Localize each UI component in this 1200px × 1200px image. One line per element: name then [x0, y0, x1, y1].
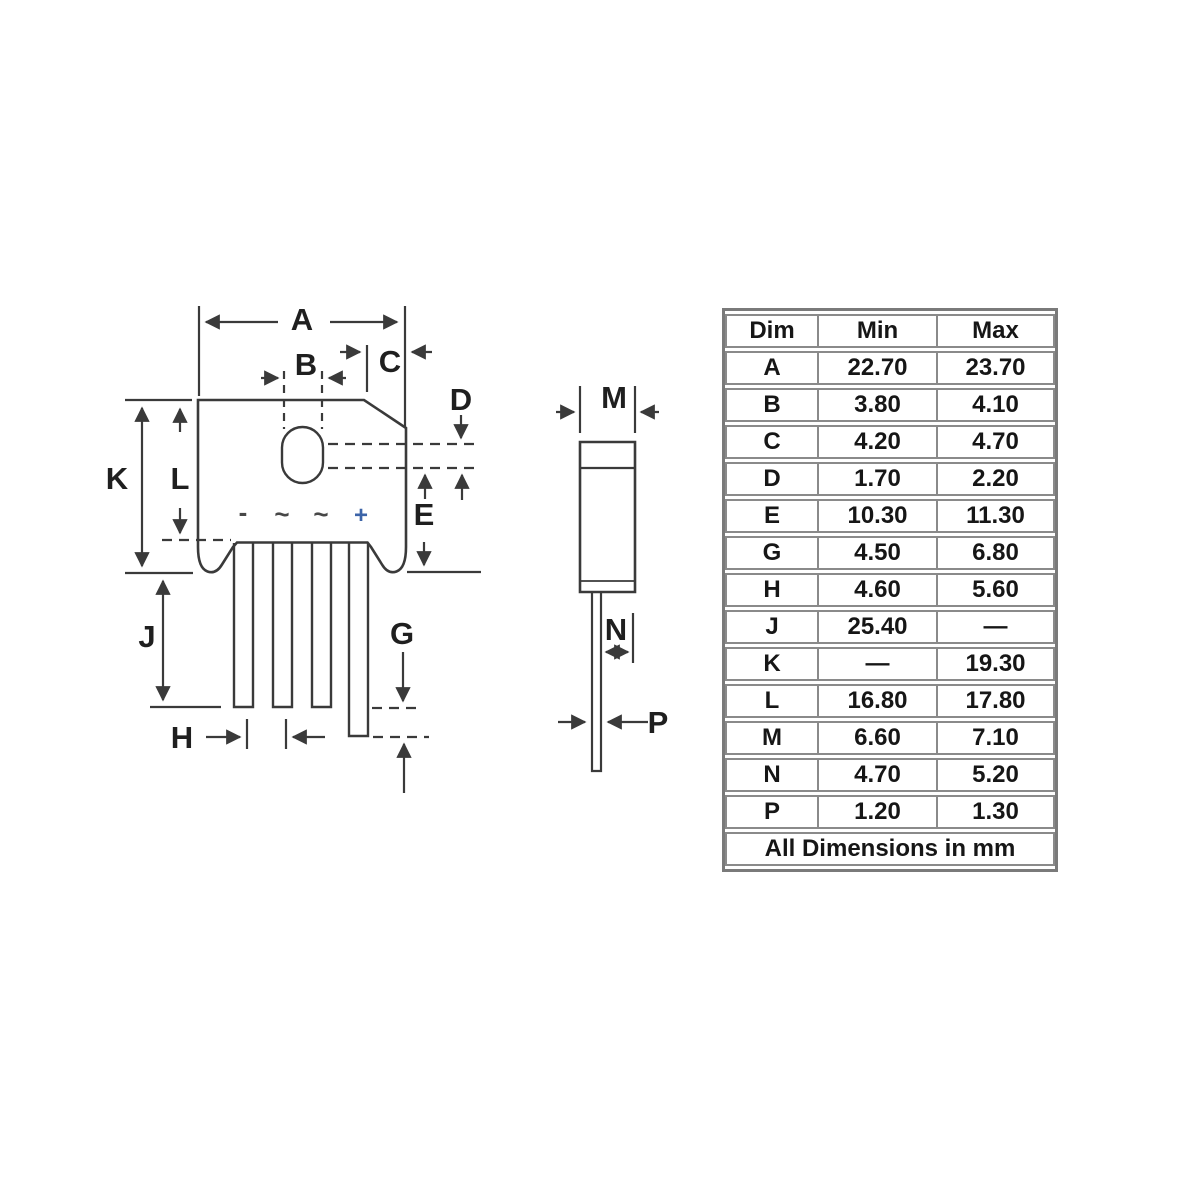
dimension-table-grid: Dim Min Max A 22.70 23.70 B 3.80 4.10 C … — [725, 311, 1055, 869]
cell-max: 17.80 — [936, 684, 1055, 718]
pin-3 — [310, 543, 333, 709]
polarity-mark-ac1: ~ — [274, 499, 289, 529]
table-row: B 3.80 4.10 — [725, 388, 1055, 422]
polarity-mark-minus: - — [239, 497, 248, 527]
cell-dim: B — [725, 388, 817, 422]
cell-max: 2.20 — [936, 462, 1055, 496]
dim-label-k: K — [106, 461, 129, 496]
pin-4-long — [347, 543, 370, 738]
table-row: K — 19.30 — [725, 647, 1055, 681]
cell-dim: A — [725, 351, 817, 385]
cell-min: 10.30 — [817, 499, 936, 533]
cell-dim: J — [725, 610, 817, 644]
cell-max: 23.70 — [936, 351, 1055, 385]
cell-min: 1.70 — [817, 462, 936, 496]
cell-min: 25.40 — [817, 610, 936, 644]
cell-max: 11.30 — [936, 499, 1055, 533]
cell-dim: E — [725, 499, 817, 533]
dim-label-c: C — [379, 344, 401, 379]
dim-label-b: B — [295, 347, 317, 382]
polarity-mark-plus: + — [354, 502, 368, 529]
cell-dim: K — [725, 647, 817, 681]
cell-dim: P — [725, 795, 817, 829]
side-body-outline — [578, 440, 637, 594]
front-view: - ~ ~ + — [106, 302, 481, 793]
table-row: L 16.80 17.80 — [725, 684, 1055, 718]
dim-label-p: P — [648, 705, 669, 740]
cell-min: 3.80 — [817, 388, 936, 422]
dim-label-n: N — [605, 612, 627, 647]
cell-dim: C — [725, 425, 817, 459]
table-header-max: Max — [936, 314, 1055, 348]
front-body-outline — [196, 398, 408, 574]
dim-label-j: J — [138, 619, 155, 654]
mounting-hole — [280, 425, 325, 485]
table-row: E 10.30 11.30 — [725, 499, 1055, 533]
cell-min: — — [817, 647, 936, 681]
cell-min: 4.50 — [817, 536, 936, 570]
dim-label-h: H — [171, 720, 193, 755]
polarity-mark-ac2: ~ — [313, 499, 328, 529]
dim-label-l: L — [171, 461, 190, 496]
table-row: G 4.50 6.80 — [725, 536, 1055, 570]
cell-max: 7.10 — [936, 721, 1055, 755]
table-row: H 4.60 5.60 — [725, 573, 1055, 607]
table-row: C 4.20 4.70 — [725, 425, 1055, 459]
table-row: P 1.20 1.30 — [725, 795, 1055, 829]
cell-min: 4.70 — [817, 758, 936, 792]
cell-min: 22.70 — [817, 351, 936, 385]
table-row: A 22.70 23.70 — [725, 351, 1055, 385]
dimension-table: Dim Min Max A 22.70 23.70 B 3.80 4.10 C … — [722, 308, 1058, 872]
dim-label-a: A — [291, 302, 313, 337]
table-header-min: Min — [817, 314, 936, 348]
cell-dim: M — [725, 721, 817, 755]
cell-max: 1.30 — [936, 795, 1055, 829]
cell-dim: N — [725, 758, 817, 792]
table-footer-row: All Dimensions in mm — [725, 832, 1055, 866]
dim-label-g: G — [390, 616, 414, 651]
table-header-dim: Dim — [725, 314, 817, 348]
dim-label-e: E — [414, 497, 435, 532]
cell-max: 4.70 — [936, 425, 1055, 459]
table-row: J 25.40 — — [725, 610, 1055, 644]
cell-min: 1.20 — [817, 795, 936, 829]
cell-dim: L — [725, 684, 817, 718]
table-footer-note: All Dimensions in mm — [725, 832, 1055, 866]
cell-dim: D — [725, 462, 817, 496]
table-header-row: Dim Min Max — [725, 314, 1055, 348]
cell-max: 5.60 — [936, 573, 1055, 607]
table-row: D 1.70 2.20 — [725, 462, 1055, 496]
pin-1 — [232, 543, 255, 709]
pin-2 — [271, 543, 294, 709]
dim-label-m: M — [601, 380, 627, 415]
cell-min: 16.80 — [817, 684, 936, 718]
cell-min: 4.60 — [817, 573, 936, 607]
cell-min: 6.60 — [817, 721, 936, 755]
cell-dim: G — [725, 536, 817, 570]
cell-dim: H — [725, 573, 817, 607]
cell-max: 4.10 — [936, 388, 1055, 422]
cell-max: 6.80 — [936, 536, 1055, 570]
table-row: M 6.60 7.10 — [725, 721, 1055, 755]
side-view: M N P — [556, 380, 669, 773]
table-row: N 4.70 5.20 — [725, 758, 1055, 792]
cell-min: 4.20 — [817, 425, 936, 459]
cell-max: 19.30 — [936, 647, 1055, 681]
cell-max: — — [936, 610, 1055, 644]
side-lead — [590, 592, 603, 773]
dim-label-d: D — [450, 382, 472, 417]
cell-max: 5.20 — [936, 758, 1055, 792]
